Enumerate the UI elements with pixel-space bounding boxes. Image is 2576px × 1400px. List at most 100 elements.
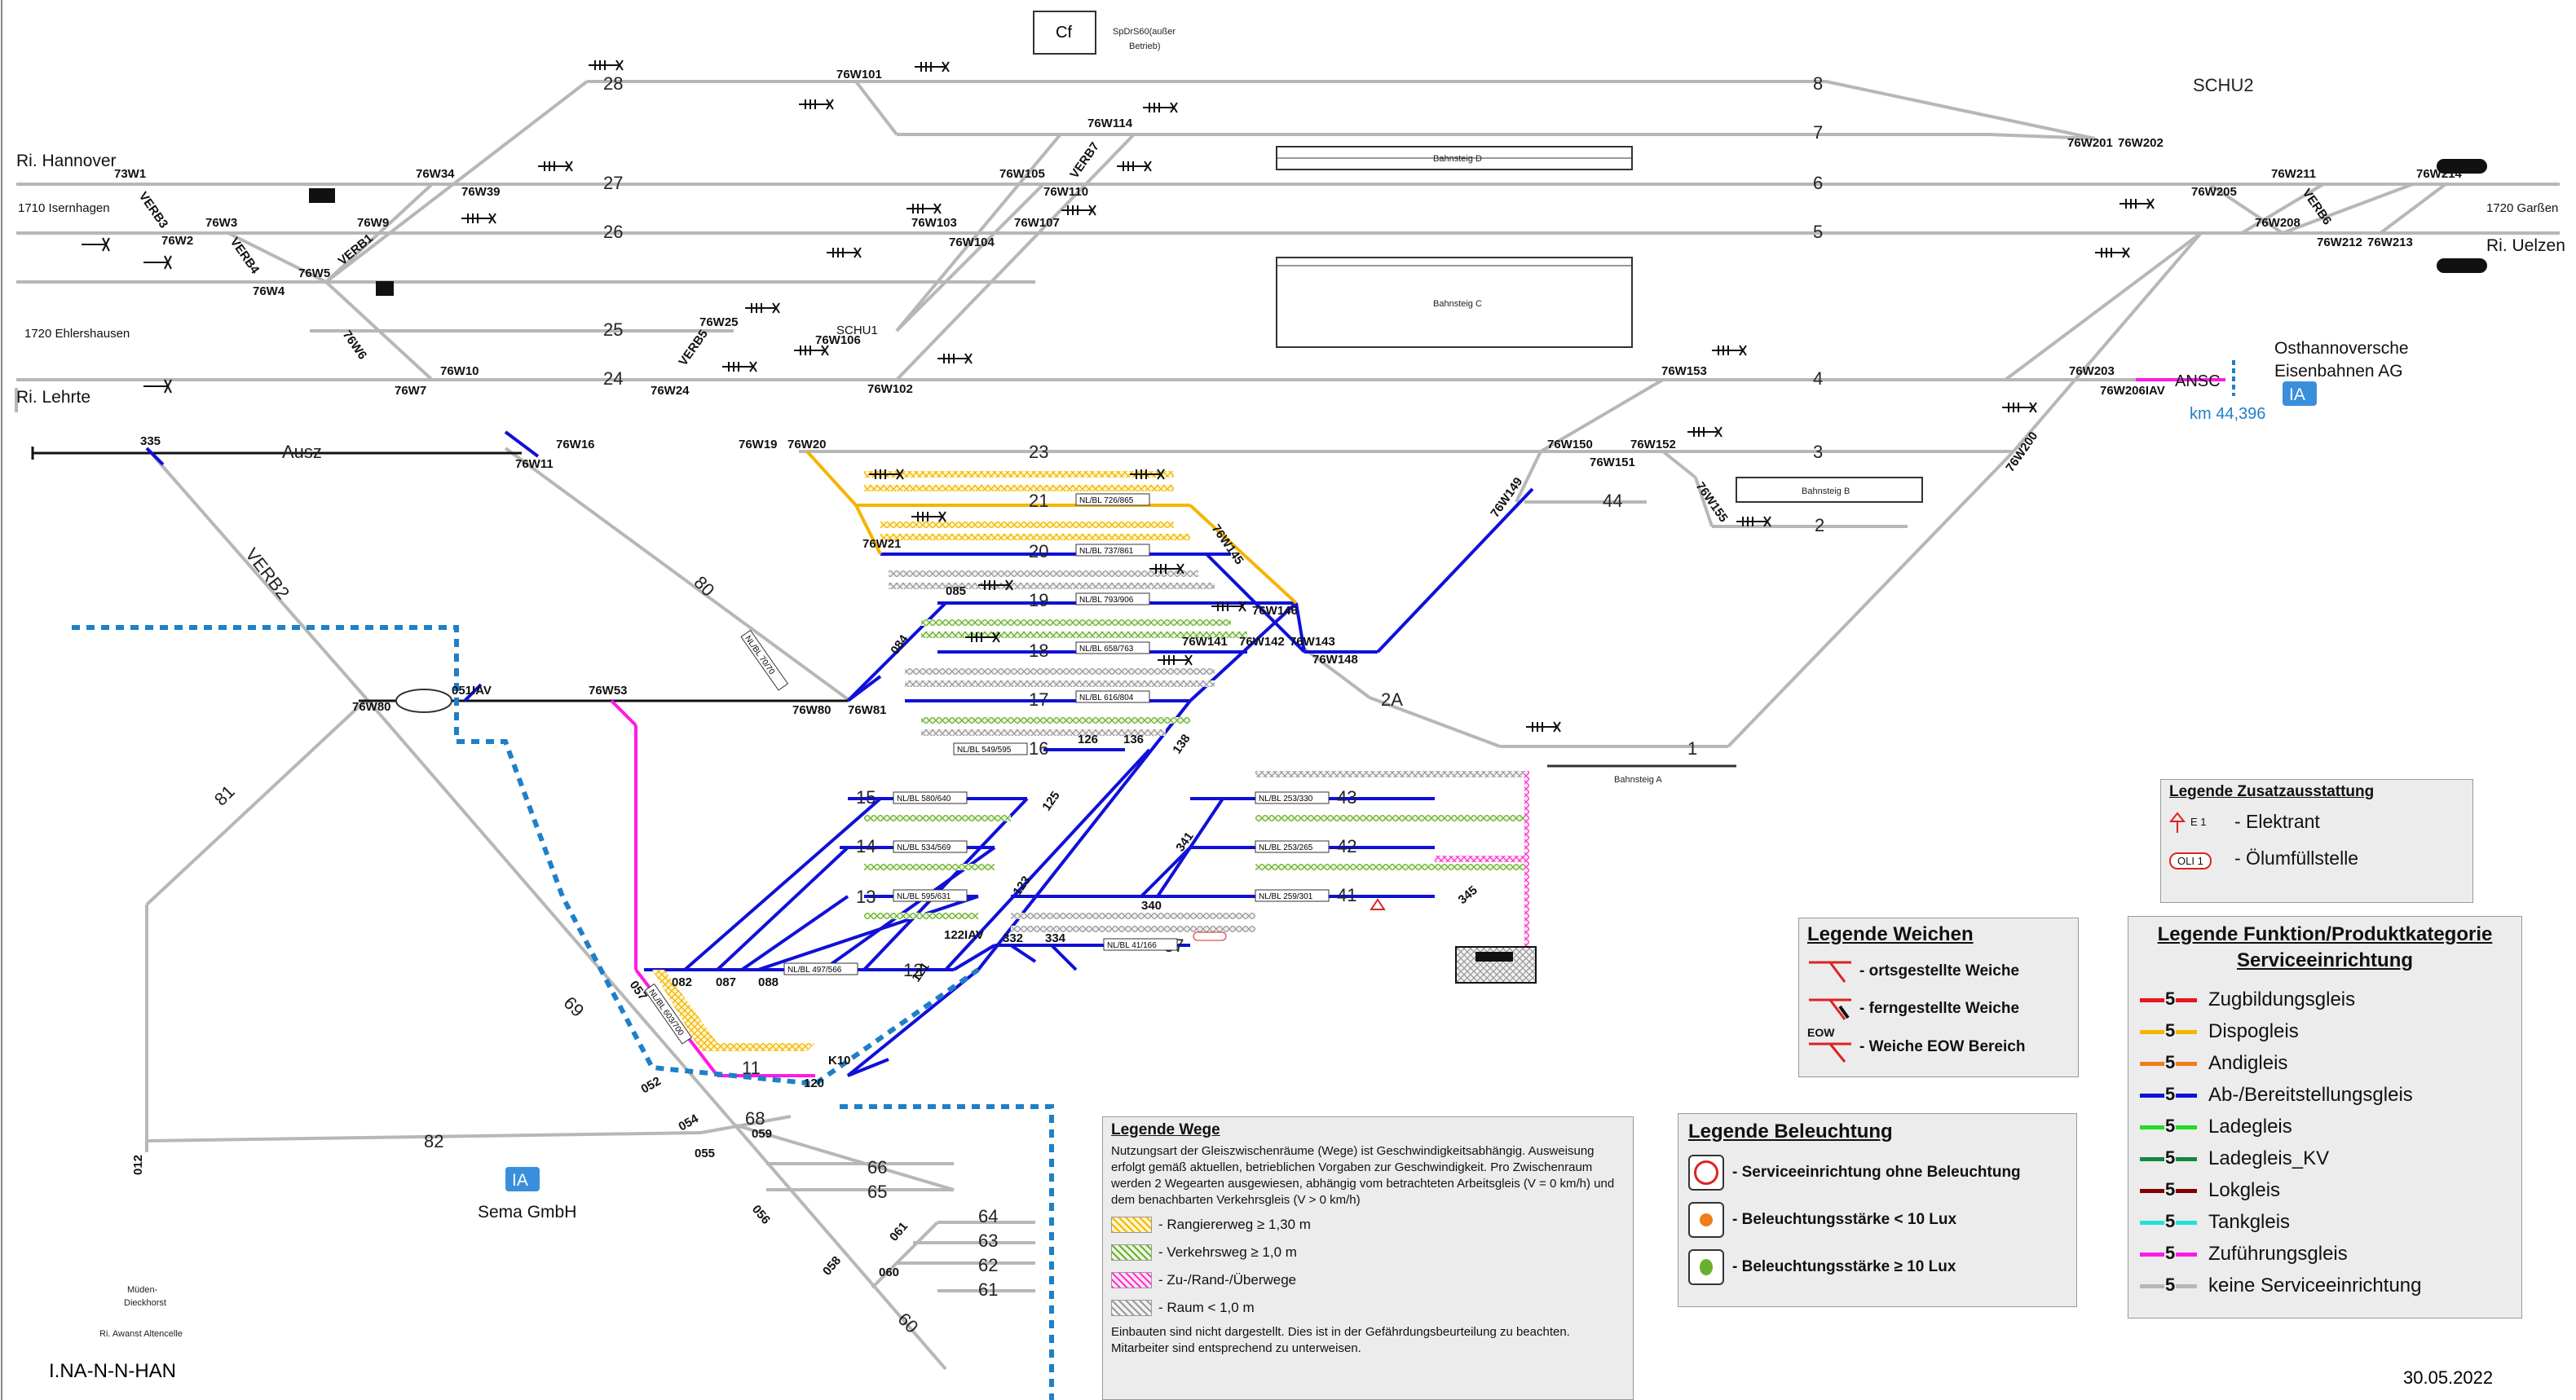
ostha-line2: Eisenbahnen AG [2274,362,2403,381]
svg-text:76W105: 76W105 [999,167,1045,181]
platform-d-label: Bahnsteig D [1433,154,1482,164]
svg-text:2: 2 [1815,515,1824,535]
svg-text:76W4: 76W4 [253,284,285,298]
dir-lehrte: Ri. Lehrte [16,388,90,407]
svg-text:056: 056 [749,1203,773,1227]
low-light-icon [1688,1202,1724,1238]
svg-text:76W80: 76W80 [352,700,391,714]
grey-tracks [15,80,2560,1371]
svg-text:125: 125 [1039,789,1062,813]
category-label: Ladegleis_KV [2208,1147,2330,1169]
svg-text:NL/BL 259/301: NL/BL 259/301 [1259,892,1313,901]
svg-text:76W110: 76W110 [1043,185,1088,199]
svg-text:084: 084 [888,632,911,658]
nlbl-labels: NL/BL 726/865 NL/BL 737/861 NL/BL 793/90… [644,493,1330,1045]
svg-text:68: 68 [745,1108,765,1129]
high-light-icon [1688,1249,1724,1285]
svg-text:16: 16 [1029,738,1048,759]
legend-kategorie-row: 5 Zuführungsgleis [2140,1238,2510,1270]
svg-text:054: 054 [677,1112,702,1134]
elektrant-icon: E 1 [2169,811,2234,833]
svg-text:NL/BL 70/70: NL/BL 70/70 [743,634,776,676]
svg-text:76W25: 76W25 [699,315,739,329]
tank-symbol [1455,946,1537,984]
category-label: Zuführungsgleis [2208,1242,2348,1265]
svg-text:NL/BL 793/906: NL/BL 793/906 [1079,596,1134,605]
legend-wege-row-1: - Rangiererweg ≥ 1,30 m [1111,1217,1625,1233]
svg-text:061: 061 [887,1219,911,1244]
svg-text:42: 42 [1337,836,1356,856]
svg-text:NL/BL 737/861: NL/BL 737/861 [1079,547,1134,556]
tank-top [1475,952,1513,962]
svg-text:12: 12 [903,960,923,980]
blue-tracks [145,430,1534,1077]
svg-text:76W2: 76W2 [161,234,193,248]
svg-text:138: 138 [1170,732,1193,756]
svg-text:334: 334 [1045,931,1066,945]
svg-text:76W24: 76W24 [651,384,690,398]
svg-text:76W213: 76W213 [2367,236,2413,249]
ansc-label: ANSC [2175,372,2221,390]
legend-weichen-row-1: - ortsgestellte Weiche [1807,958,2070,985]
svg-text:8: 8 [1813,73,1823,94]
awanst-label: Ri. Awanst Altencelle [99,1329,183,1339]
svg-text:SCHU1: SCHU1 [836,324,878,337]
svg-text:76W211: 76W211 [2271,167,2316,181]
svg-text:085: 085 [946,584,966,598]
svg-text:18: 18 [1029,641,1048,661]
svg-text:051IAV: 051IAV [452,684,492,698]
svg-text:VERB3: VERB3 [136,190,171,231]
category-swatch: 5 [2140,1116,2197,1136]
tunnel-symbol [395,689,452,713]
svg-text:25: 25 [603,319,623,340]
svg-text:15: 15 [856,787,876,808]
svg-text:055: 055 [695,1147,715,1160]
svg-text:76W143: 76W143 [1290,635,1335,649]
legend-wege-title: Legende Wege [1111,1121,1220,1138]
svg-text:NL/BL 253/265: NL/BL 253/265 [1259,843,1313,852]
svg-text:76W101: 76W101 [836,68,882,81]
legend-beleuchtung: Legende Beleuchtung - Serviceeinrichtung… [1678,1113,2077,1307]
legend-zusatz-title: Legende Zusatzausstattung [2169,783,2375,800]
category-swatch: 5 [2140,1243,2197,1263]
platform-b-label: Bahnsteig B [1802,486,1850,496]
svg-text:345: 345 [1456,883,1480,907]
svg-text:66: 66 [867,1157,887,1178]
dir-hannover: Ri. Hannover [16,152,117,170]
svg-text:63: 63 [978,1231,998,1251]
svg-text:11: 11 [742,1058,761,1078]
svg-text:NL/BL 580/640: NL/BL 580/640 [897,795,951,803]
svg-text:4: 4 [1813,368,1823,389]
direction-labels: Ri. Hannover 1710 Isernhagen 1720 Ehlers… [16,152,2565,1339]
svg-text:76W107: 76W107 [1014,216,1060,230]
svg-text:122IAV: 122IAV [944,928,984,942]
legend-wege: Legende Wege Nutzungsart der Gleiszwisch… [1102,1116,1634,1400]
svg-text:76W9: 76W9 [357,216,389,230]
svg-text:13: 13 [856,887,876,907]
muden-2: Dieckhorst [124,1298,166,1308]
svg-text:082: 082 [672,975,692,989]
svg-text:28: 28 [603,73,623,94]
ia-text-left: IA [512,1171,528,1190]
platform-a-label: Bahnsteig A [1614,775,1662,785]
svg-text:24: 24 [603,368,623,389]
svg-text:20: 20 [1029,541,1048,561]
svg-text:NL/BL 549/595: NL/BL 549/595 [957,746,1012,755]
svg-text:087: 087 [716,975,736,989]
svg-text:NL/BL 534/569: NL/BL 534/569 [897,843,951,852]
dir-ehlershausen: 1720 Ehlershausen [24,327,130,341]
category-label: keine Serviceeinrichtung [2208,1274,2422,1297]
switch-labels: 76W101 76W114 76W201 76W202 76W34 76W39 … [114,68,2463,1279]
legend-kategorie-title-2: Serviceeinrichtung [2236,949,2414,971]
svg-text:76W80: 76W80 [792,703,831,717]
eow-switch-icon [1809,1042,1851,1063]
svg-text:76W19: 76W19 [739,438,778,451]
category-swatch: 5 [2140,1084,2197,1104]
legend-zusatz-row-1: E 1 - Elektrant [2169,811,2464,833]
legend-zusatz: Legende Zusatzausstattung E 1 - Elektran… [2160,779,2473,903]
